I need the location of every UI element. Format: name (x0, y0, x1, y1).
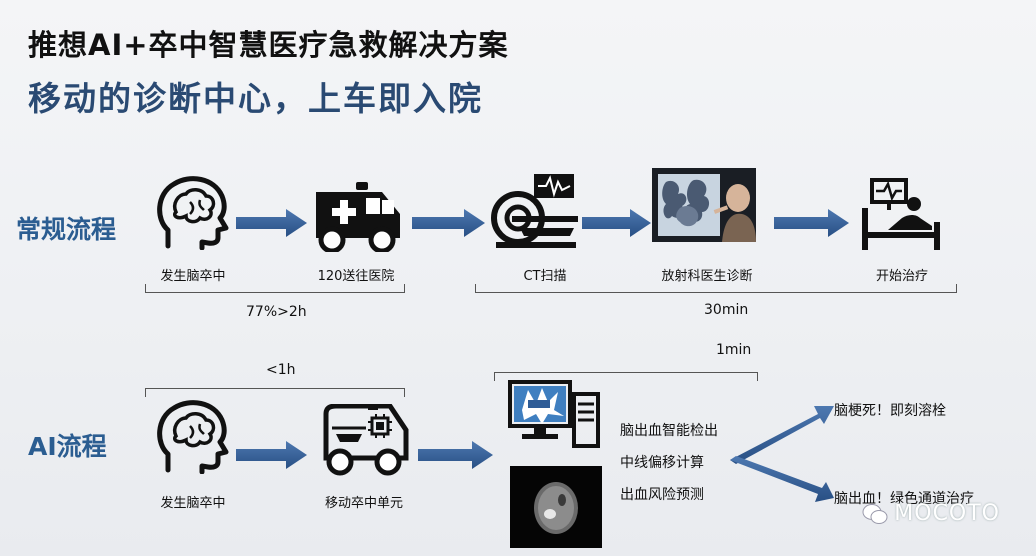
step-label: CT扫描 (523, 269, 567, 284)
mobile-stroke-unit-icon (323, 404, 409, 476)
ai-result-item: 中线偏移计算 (620, 455, 704, 471)
time-bracket (475, 284, 957, 293)
step-label: 发生脑卒中 (160, 496, 226, 511)
ai-flow-label: AI流程 (28, 432, 107, 461)
ai-result-item: 出血风险预测 (620, 487, 704, 503)
brain-head-icon (157, 176, 229, 250)
ct-brain-scan-image (510, 466, 602, 548)
step-label: 发生脑卒中 (160, 269, 226, 284)
step-label: 移动卒中单元 (324, 496, 404, 511)
watermark: MOCOTO (862, 501, 1000, 526)
flow-arrow (774, 209, 849, 237)
page-title: 推想AI+卒中智慧医疗急救解决方案 (28, 28, 509, 62)
time-bracket (494, 372, 758, 381)
page-subtitle: 移动的诊断中心，上车即入院 (28, 79, 483, 118)
time-note: 1min (716, 342, 752, 358)
time-bracket (145, 388, 405, 397)
flow-arrow (236, 209, 307, 237)
flow-arrow (412, 209, 485, 237)
watermark-text: MOCOTO (894, 501, 1000, 526)
ai-workstation-icon (508, 380, 600, 448)
brain-head-icon (157, 400, 229, 474)
ambulance-icon (316, 182, 400, 252)
outcome-infarction: 脑梗死！即刻溶栓 (834, 403, 946, 419)
normal-flow-label: 常规流程 (16, 215, 117, 244)
ct-scanner-icon (491, 174, 578, 248)
ai-result-item: 脑出血智能检出 (620, 423, 718, 439)
flow-arrow (418, 441, 493, 469)
step-label: 放射科医生诊断 (661, 269, 753, 284)
step-label: 120送往医院 (317, 269, 395, 284)
flow-arrow (582, 209, 651, 237)
time-note: 77%>2h (246, 304, 307, 320)
outcome-hemorrhage: 脑出血！绿色通道治疗 (834, 491, 974, 507)
fork-arrows (730, 406, 834, 502)
step-label: 开始治疗 (875, 269, 929, 284)
time-bracket (145, 284, 405, 293)
radiologist-photo (652, 168, 756, 242)
time-note: 30min (704, 302, 749, 318)
wechat-icon (862, 503, 888, 524)
hospital-bed-icon (862, 178, 940, 250)
time-note: <1h (266, 362, 296, 378)
flow-arrow (236, 441, 307, 469)
